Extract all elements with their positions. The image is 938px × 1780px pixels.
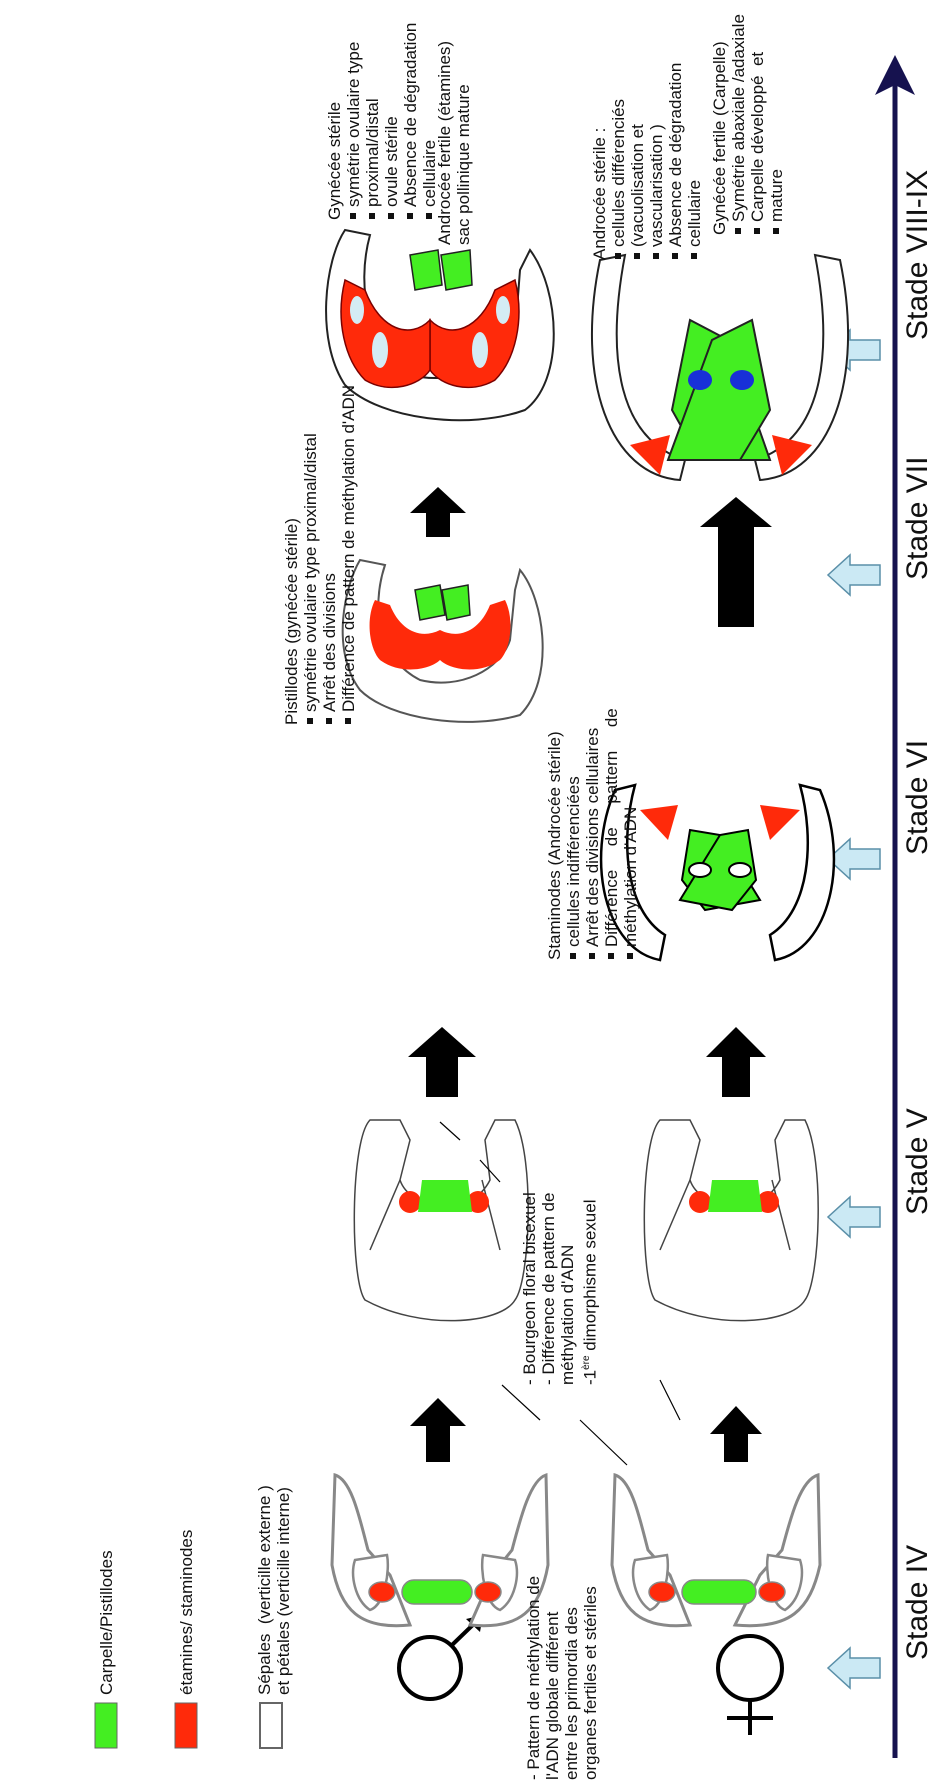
stage-arrow-vi [828, 839, 880, 879]
note-bisexual-v: - Bourgeon floral bisexuel - Différence … [520, 1165, 600, 1385]
male-symbol-icon [399, 1615, 483, 1699]
note-line: - Pattern de méthylation de [524, 1570, 543, 1780]
note-list: cellules différenciés (vacuolisation et … [609, 5, 704, 260]
flower-m-stage-vii [343, 560, 543, 722]
legend-label: Sépales (verticille externe ) [255, 1485, 274, 1695]
note-item: proximal/distal [363, 5, 382, 220]
legend-swatch-carpels [95, 1703, 117, 1748]
legend-carpels: Carpelle/Pistillodes [97, 1550, 116, 1695]
note-item: vascularisation ) [647, 5, 666, 260]
legend-label: et pétales (verticille interne) [274, 1485, 293, 1695]
note-line: entre les primordia des [562, 1570, 581, 1780]
stage-label-viii-ix: Stade VIII-IX [902, 170, 934, 340]
note-prefix: -1 [581, 1370, 600, 1385]
black-arrow-m-3 [410, 487, 466, 537]
note-item: Différence de pattern de [602, 620, 621, 960]
note-item: cellulaire [420, 5, 439, 220]
note-gynecee-sterile: Gynécée stérile symétrie ovulaire type p… [325, 5, 439, 220]
legend-stamens: étamines/ staminodes [177, 1530, 196, 1695]
note-line: méthylation d'ADN [558, 1165, 577, 1385]
flower-m-stage-iv [332, 1475, 548, 1626]
note-item: Différence de pattern de méthylation d'A… [339, 365, 358, 725]
note-line: l'ADN globale différent [543, 1570, 562, 1780]
note-list: symétrie ovulaire type proximal/distal A… [301, 365, 358, 725]
flower-f-stage-v [644, 1120, 818, 1321]
note-item: cellulaire [685, 5, 704, 260]
note-title: Pistillodes (gynécée stérile) [282, 365, 301, 725]
note-item: Symétrie abaxiale /adaxiale [729, 0, 748, 235]
note-methylation-iv: - Pattern de méthylation de l'ADN global… [524, 1570, 600, 1780]
black-arrow-m-1 [410, 1398, 466, 1462]
note-item: symétrie ovulaire type proximal/distal [301, 365, 320, 725]
note-title: Gynécée stérile [325, 5, 344, 220]
female-symbol-icon [718, 1636, 782, 1735]
black-arrow-m-2 [408, 1027, 476, 1097]
note-item: mature [767, 0, 786, 235]
note-title: Gynécée fertile (Carpelle) [710, 0, 729, 235]
note-list: Symétrie abaxiale /adaxiale Carpelle dév… [729, 0, 786, 235]
legend-swatch-stamens [175, 1703, 197, 1748]
flower-m-stage-viii-ix [326, 230, 554, 420]
flower-m-stage-v [354, 1120, 528, 1321]
note-item: (vacuolisation et [628, 5, 647, 260]
note-list: symétrie ovulaire type proximal/distal o… [344, 5, 439, 220]
note-title: Staminodes (Androcée stérile) [545, 620, 564, 960]
black-arrow-f-2 [706, 1027, 766, 1097]
black-arrow-f-3 [700, 497, 772, 627]
note-pistillodes: Pistillodes (gynécée stérile) symétrie o… [282, 365, 358, 725]
note-androcee-fertile: Androcée fertile (étamines) sac polliniq… [435, 5, 473, 245]
note-item: méthylation d'ADN [621, 620, 640, 960]
legend-label: étamines/ staminodes [177, 1530, 196, 1695]
note-line-dimorphism: -1ère dimorphisme sexuel [577, 1165, 600, 1385]
note-line: sac pollinique mature [454, 5, 473, 245]
note-line: - Bourgeon floral bisexuel [520, 1165, 539, 1385]
note-item: Carpelle développé et [748, 0, 767, 235]
flower-f-stage-iv [612, 1475, 820, 1626]
note-item: Absence de dégradation [666, 5, 685, 260]
note-list: cellules indifférenciées Arrêt des divis… [564, 620, 640, 960]
note-item: cellules différenciés [609, 5, 628, 260]
note-superscript: ère [581, 1355, 592, 1369]
note-title: Androcée stérile : [590, 5, 609, 260]
note-androcee-sterile: Androcée stérile : cellules différenciés… [590, 5, 704, 260]
flower-f-stage-viii-ix [592, 255, 848, 480]
note-tail: dimorphisme sexuel [581, 1200, 600, 1356]
stage-arrow-v [828, 1197, 880, 1237]
stage-label-v: Stade V [902, 1108, 934, 1215]
legend-perianth: Sépales (verticille externe ) et pétales… [255, 1485, 293, 1695]
stage-label-iv: Stade IV [902, 1545, 934, 1660]
note-gynecee-fertile: Gynécée fertile (Carpelle) Symétrie abax… [710, 0, 786, 235]
note-staminodes: Staminodes (Androcée stérile) cellules i… [545, 620, 640, 960]
note-item: cellules indifférenciées [564, 620, 583, 960]
black-arrow-f-1 [710, 1406, 762, 1462]
stage-arrow-vii [828, 555, 880, 595]
note-item: Absence de dégradation [401, 5, 420, 220]
stage-label-vi: Stade VI [902, 740, 934, 855]
note-item: Arrêt des divisions [320, 365, 339, 725]
legend-label: Carpelle/Pistillodes [97, 1550, 116, 1695]
legend-swatch-perianth [260, 1703, 282, 1748]
stage-label-vii: Stade VII [902, 457, 934, 580]
note-item: ovule stérile [382, 5, 401, 220]
note-item: Arrêt des divisions cellulaires [583, 620, 602, 960]
note-line: - Différence de pattern de [539, 1165, 558, 1385]
note-item: symétrie ovulaire type [344, 5, 363, 220]
note-line: organes fertiles et stériles [581, 1570, 600, 1780]
stage-arrow-iv [828, 1648, 880, 1688]
